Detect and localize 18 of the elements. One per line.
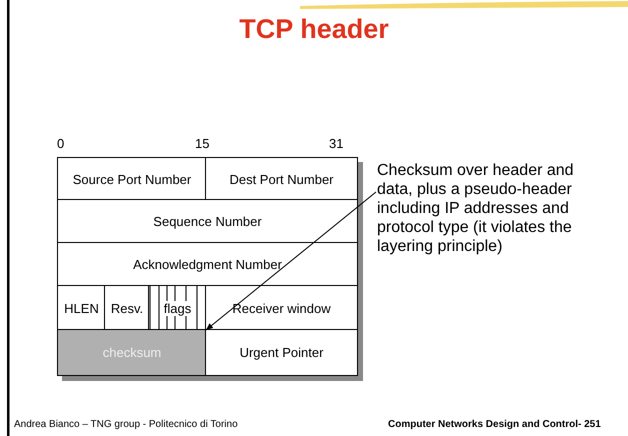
flags-cell: flags bbox=[148, 285, 207, 331]
bit-position-number: 15 bbox=[195, 136, 210, 151]
field-cell: Sequence Number bbox=[57, 199, 358, 244]
field-cell: HLEN bbox=[57, 285, 106, 331]
bit-position-number: 0 bbox=[57, 136, 64, 151]
bit-position-number: 31 bbox=[329, 136, 344, 151]
footer-text: Andrea Bianco – TNG group - Politecnico di Torino bbox=[14, 419, 238, 430]
field-cell: Dest Port Number bbox=[205, 157, 358, 201]
checksum-cell: checksum bbox=[57, 329, 207, 376]
field-cell: Urgent Pointer bbox=[205, 329, 358, 376]
field-cell: Receiver window bbox=[205, 285, 358, 331]
leader-arrow bbox=[206, 192, 376, 330]
field-cell: Acknowledgment Number bbox=[57, 242, 358, 287]
field-cell: Resv. bbox=[104, 285, 150, 331]
annotation-text: Checksum over header and data, plus a pseudo-header including IP addresses and protocol type (it violates the layering principle) bbox=[377, 161, 585, 256]
footer-text: Computer Networks Design and Control- 251 bbox=[388, 419, 601, 430]
field-cell: Source Port Number bbox=[57, 157, 207, 201]
slide-title: TCP header bbox=[238, 14, 390, 45]
